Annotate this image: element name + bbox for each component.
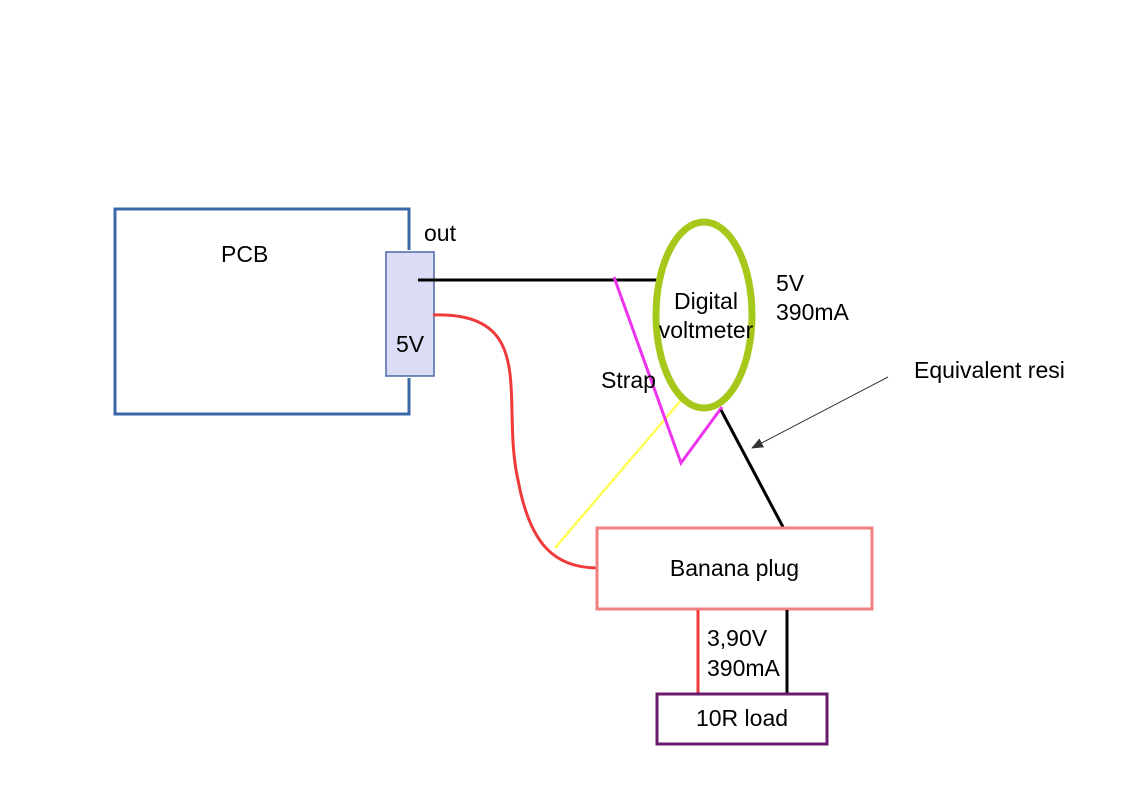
pcb-box [113, 207, 411, 416]
meter-voltage-label: 5V [776, 270, 805, 296]
load-voltage-label: 3,90V [707, 625, 768, 651]
annotation-arrow [751, 376, 889, 449]
strap-label: Strap [601, 367, 656, 393]
red-wire-to-banana [432, 313, 599, 570]
yellow-wire [554, 397, 684, 549]
banana-plug-box [595, 526, 874, 611]
strap-wire [612, 276, 724, 467]
load-box [655, 692, 829, 746]
voltmeter-label-line2: voltmeter [658, 317, 754, 343]
banana-plug-label: Banana plug [669, 555, 800, 581]
meter-current-label: 390mA [776, 299, 849, 325]
pcb-label: PCB [221, 241, 269, 267]
voltmeter-ring [652, 218, 756, 412]
out-label: out [424, 220, 456, 246]
load-current-label: 390mA [707, 655, 780, 681]
connector-voltage-label: 5V [396, 331, 425, 357]
black-wire-to-banana [719, 409, 785, 528]
voltmeter-label-line1: Digital [674, 288, 738, 314]
load-label: 10R load [695, 705, 789, 731]
equivalent-label: Equivalent resi [914, 357, 1065, 383]
